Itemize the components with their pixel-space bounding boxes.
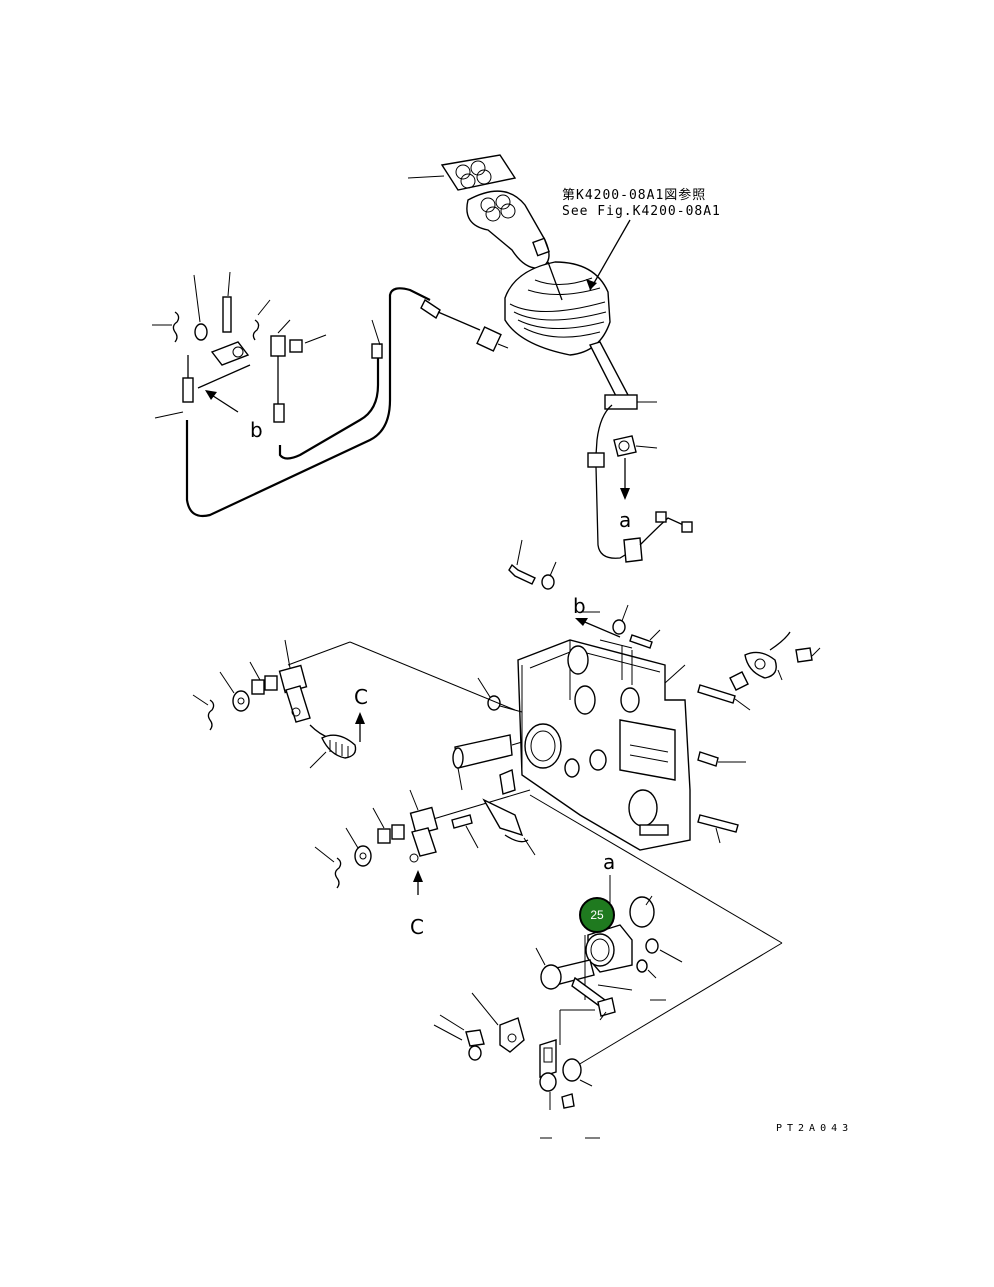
lever-link-lower: [314, 769, 536, 895]
spool-pin: [452, 734, 523, 791]
view-letter-c-lower: C: [410, 915, 424, 939]
plate-code: PT2A043: [776, 1123, 854, 1134]
detent-lever: [433, 992, 600, 1139]
reference-note-en: See Fig.K4200-08A1: [562, 204, 721, 219]
valve-fasteners: [477, 539, 821, 844]
lever-boot: [504, 261, 611, 356]
view-letter-b-left: b: [250, 418, 263, 442]
lever-harness: [587, 404, 693, 563]
detent-housing: [535, 895, 683, 1045]
lever-shaft: [588, 341, 658, 500]
ref-leader: [586, 219, 631, 291]
part-callout-25[interactable]: 25: [579, 897, 615, 933]
view-letter-c-upper: C: [354, 685, 368, 709]
control-cable-upper: [185, 287, 509, 518]
view-letter-a-top: a: [619, 508, 632, 532]
reference-note-jp: 第K4200-08A1図参照: [562, 188, 707, 203]
lever-knob: [466, 190, 550, 269]
valve-body: [517, 639, 691, 851]
cable-end-bracket: [152, 271, 327, 423]
view-letter-a-bottom: a: [603, 850, 616, 874]
lever-link-upper: [192, 639, 516, 769]
view-letter-b-right: b: [573, 594, 586, 618]
lever-knob-cap: [407, 154, 517, 191]
valve-b-leader: [575, 611, 621, 638]
